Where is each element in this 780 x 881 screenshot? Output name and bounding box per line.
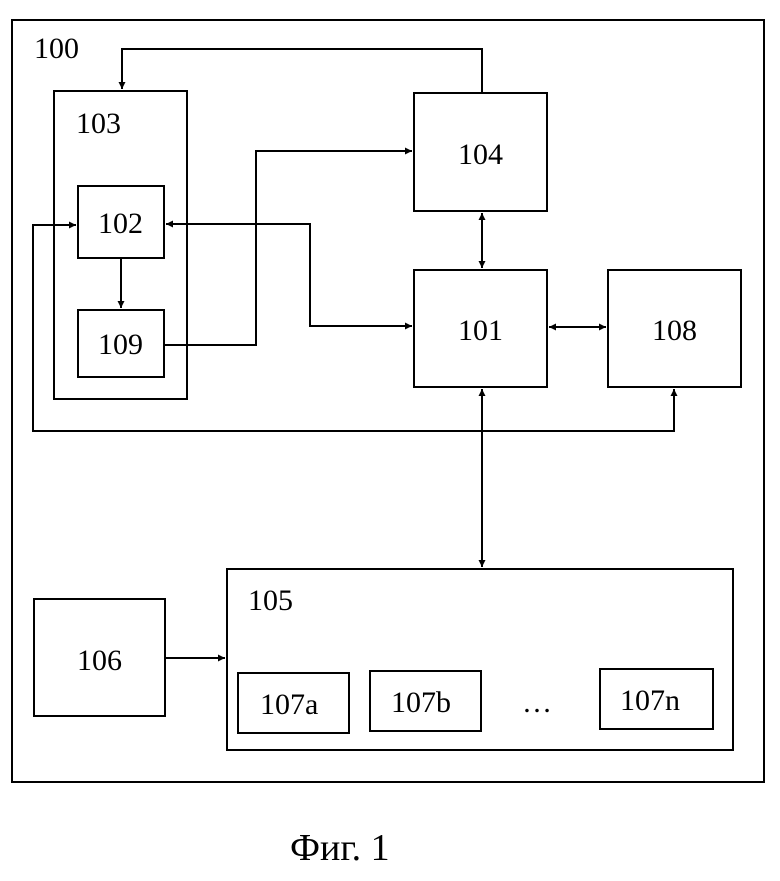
connector-104-to-103 (122, 49, 482, 93)
block-107n-label: 107n (620, 684, 680, 717)
ellipsis: … (522, 686, 552, 719)
block-108-label: 108 (652, 314, 697, 347)
block-109-label: 109 (98, 328, 143, 361)
connector-102-101 (166, 224, 412, 326)
block-102-label: 102 (98, 207, 143, 240)
block-107a-label: 107a (260, 688, 318, 721)
system-frame-100 (12, 20, 764, 782)
block-105-label: 105 (248, 584, 293, 617)
block-106-label: 106 (77, 644, 122, 677)
figure-caption: Фиг. 1 (290, 827, 390, 869)
block-101-label: 101 (458, 314, 503, 347)
system-label-100: 100 (34, 32, 79, 65)
block-104-label: 104 (458, 138, 503, 171)
connector-109-to-104 (164, 151, 412, 345)
block-103-label: 103 (76, 107, 121, 140)
block-107b-label: 107b (391, 686, 451, 719)
